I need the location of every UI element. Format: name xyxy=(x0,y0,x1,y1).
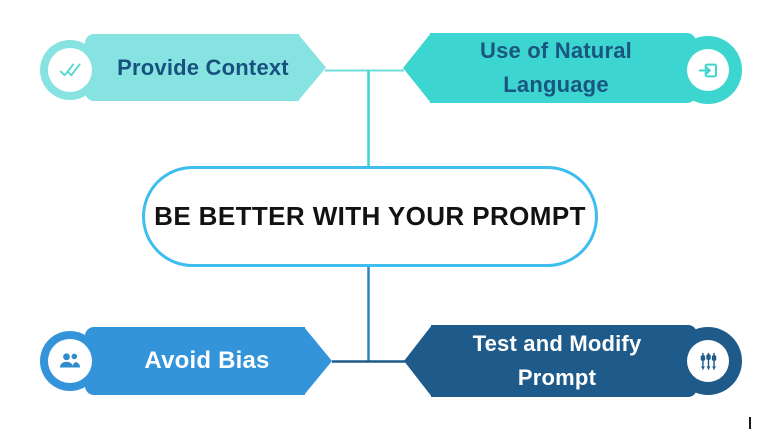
central-node-title: BE BETTER WITH YOUR PROMPT xyxy=(154,201,586,231)
node-body xyxy=(431,325,697,397)
node-label: Test and Modify Prompt xyxy=(472,331,642,390)
node-icon-circle xyxy=(48,339,92,383)
node-body xyxy=(85,327,305,395)
node-label: Use of Natural Language xyxy=(480,38,632,97)
node-icon-circle xyxy=(687,49,729,91)
enter-box-icon xyxy=(698,63,717,77)
central-node: BE BETTER WITH YOUR PROMPT xyxy=(142,166,598,267)
node-icon-circle xyxy=(687,340,729,382)
node-label: Provide Context xyxy=(117,54,289,80)
double-check-icon xyxy=(59,63,81,77)
node-body xyxy=(85,34,299,101)
people-icon xyxy=(59,353,81,368)
node-body xyxy=(430,33,696,103)
node-icon-circle xyxy=(48,48,92,92)
text-cursor-artifact xyxy=(749,417,751,429)
node-label: Avoid Bias xyxy=(144,347,270,374)
sliders-icon xyxy=(700,352,716,370)
